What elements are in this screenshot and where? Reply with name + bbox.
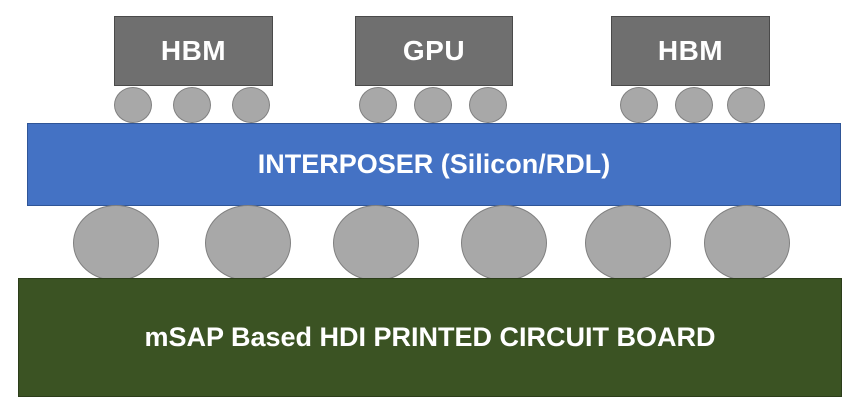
pcb-label: mSAP Based HDI PRINTED CIRCUIT BOARD [144, 322, 716, 352]
solder-ball [73, 205, 159, 281]
micro-bump [173, 87, 211, 123]
micro-bump [359, 87, 397, 123]
micro-bump [114, 87, 152, 123]
interposer-label: INTERPOSER (Silicon/RDL) [257, 149, 611, 179]
hbm-chip-right: HBM [611, 16, 770, 86]
micro-bump [232, 87, 270, 123]
interposer-layer: INTERPOSER (Silicon/RDL) [27, 123, 841, 206]
hbm-chip-left: HBM [114, 16, 273, 86]
micro-bump [469, 87, 507, 123]
gpu-chip-label: GPU [402, 35, 466, 66]
solder-ball [704, 205, 790, 281]
solder-ball [585, 205, 671, 281]
micro-bump [675, 87, 713, 123]
solder-ball [461, 205, 547, 281]
solder-ball [333, 205, 419, 281]
pcb-layer: mSAP Based HDI PRINTED CIRCUIT BOARD [18, 278, 842, 397]
gpu-chip: GPU [355, 16, 513, 86]
solder-ball [205, 205, 291, 281]
hbm-chip-left-label: HBM [160, 35, 227, 66]
micro-bump [414, 87, 452, 123]
hbm-chip-right-label: HBM [657, 35, 724, 66]
micro-bump [620, 87, 658, 123]
micro-bump [727, 87, 765, 123]
